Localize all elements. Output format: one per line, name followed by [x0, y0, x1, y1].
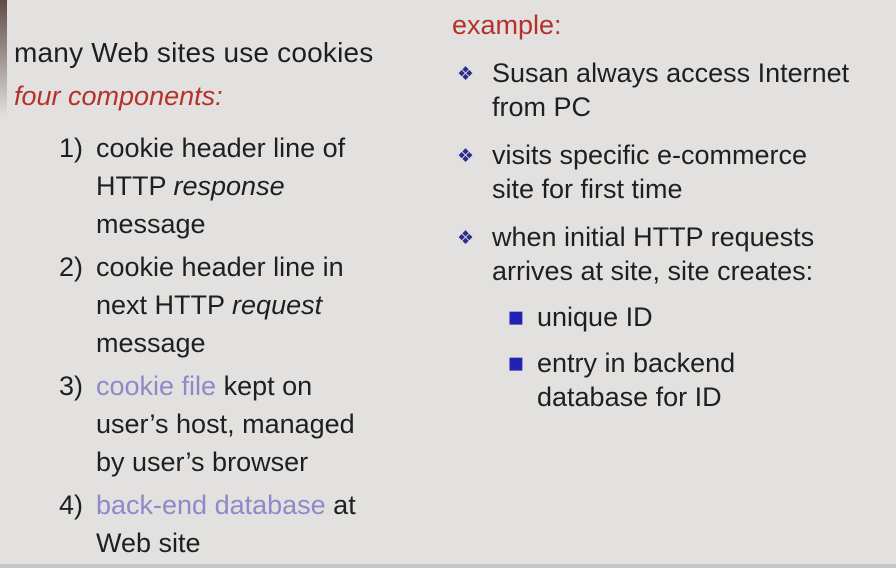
example-bullet-1: ❖ Susan always access Internet from PC [452, 56, 894, 124]
item-2-line-3: message [96, 328, 206, 358]
item-number: 4) [59, 490, 84, 520]
example-column: example: ❖ Susan always access Internet … [452, 8, 894, 414]
bullet-2-line-2: site for first time [492, 174, 683, 204]
square-bullet-icon: ▪ [507, 348, 525, 378]
bullet-3-line-2: arrives at site, site creates: [492, 256, 814, 286]
bullet-1-line-1: Susan always access Internet [492, 58, 850, 88]
video-artifact-smudge [0, 0, 7, 118]
components-list: 1) cookie header line of HTTP response m… [14, 129, 440, 562]
item-2-line-1: cookie header line in [96, 252, 344, 282]
item-3-line-3: by user’s browser [96, 447, 309, 477]
bullet-2-line-1: visits specific e-commerce [492, 140, 808, 170]
request-emphasis: request [232, 290, 323, 320]
item-text: cookie header line in next HTTP request … [96, 248, 344, 362]
item-text: back-end database at Web site [96, 486, 356, 562]
response-emphasis: response [173, 171, 285, 201]
sub-bullet-text: entry in backend database for ID [537, 346, 894, 414]
cookies-components-column: many Web sites use cookies four componen… [14, 34, 440, 567]
item-1-line-3: message [96, 209, 206, 239]
item-3-line-1: kept on [216, 371, 313, 401]
bullet-1-line-2: from PC [492, 92, 592, 122]
sub-bullet-2-line-1: entry in backend [537, 348, 736, 378]
example-heading: example: [452, 10, 562, 40]
example-bullet-2: ❖ visits specific e-commerce site for fi… [452, 138, 894, 206]
bullet-text: Susan always access Internet from PC [492, 56, 894, 124]
diamond-bullet-icon: ❖ [457, 145, 475, 167]
sub-bullet-1-line-1: unique ID [537, 302, 653, 332]
component-item-3: 3) cookie file kept on user’s host, mana… [59, 367, 440, 481]
diamond-bullet-icon: ❖ [457, 227, 475, 249]
bullet-3-line-1: when initial HTTP requests [492, 222, 815, 252]
bullet-text: visits specific e-commerce site for firs… [492, 138, 894, 206]
video-artifact-bottom-edge [0, 564, 896, 568]
cookies-intro-text: many Web sites use cookies [14, 37, 374, 68]
item-4-line-2: Web site [96, 528, 201, 558]
item-1-line-1: cookie header line of [96, 133, 346, 163]
cookie-file-term: cookie file [96, 371, 217, 401]
component-item-2: 2) cookie header line in next HTTP reque… [59, 248, 440, 362]
four-components-label: four components: [14, 81, 223, 111]
example-sub-bullet-2: ▪ entry in backend database for ID [507, 346, 894, 414]
example-sub-bullet-1: ▪ unique ID [507, 300, 894, 334]
sub-bullet-2-line-2: database for ID [537, 382, 722, 412]
bullet-text: when initial HTTP requests arrives at si… [492, 220, 894, 288]
item-4-line-1: at [325, 490, 356, 520]
backend-database-term: back-end database [96, 490, 326, 520]
item-text: cookie header line of HTTP response mess… [96, 129, 345, 243]
example-bullet-3: ❖ when initial HTTP requests arrives at … [452, 220, 894, 288]
square-bullet-icon: ▪ [507, 302, 525, 332]
item-number: 3) [59, 371, 84, 401]
item-2-line-2: next HTTP [96, 290, 233, 320]
item-number: 1) [59, 133, 84, 163]
diamond-bullet-icon: ❖ [457, 63, 475, 85]
component-item-4: 4) back-end database at Web site [59, 486, 440, 562]
item-3-line-2: user’s host, managed [96, 409, 355, 439]
item-1-line-2: HTTP [96, 171, 174, 201]
item-text: cookie file kept on user’s host, managed… [96, 367, 355, 481]
component-item-1: 1) cookie header line of HTTP response m… [59, 129, 440, 243]
item-number: 2) [59, 252, 84, 282]
sub-bullet-text: unique ID [537, 300, 894, 334]
